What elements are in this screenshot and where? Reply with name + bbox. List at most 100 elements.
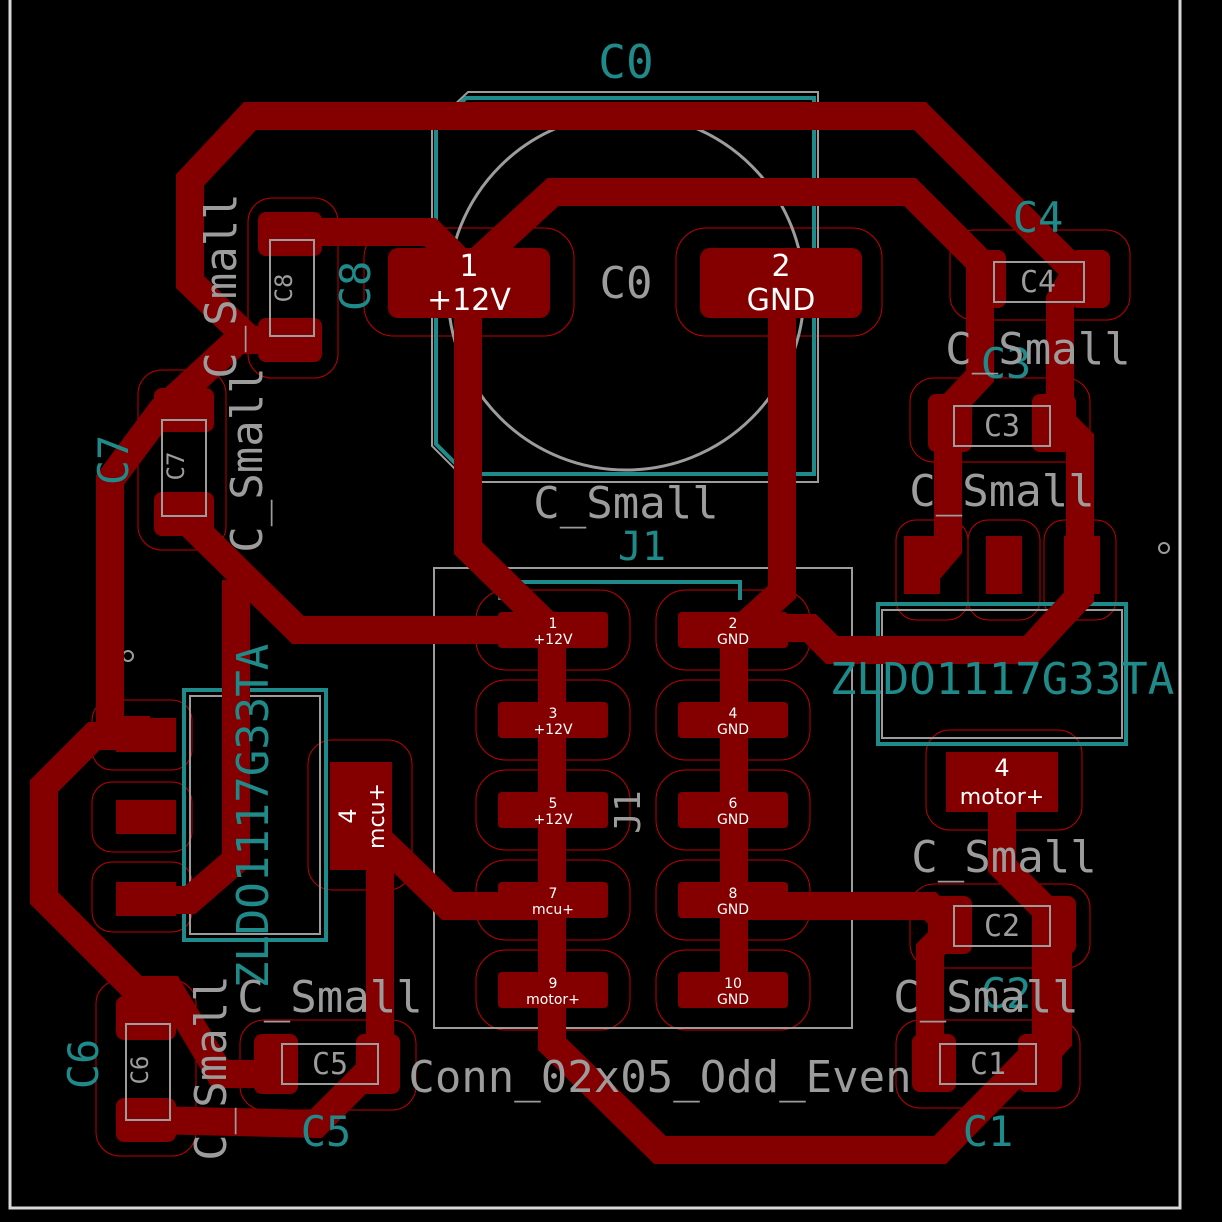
c4-pad-1	[966, 250, 1006, 308]
j1-pad-4-net: GND	[717, 722, 749, 738]
reg-left-tab-net: mcu+	[365, 783, 390, 849]
j1-pad-5-net: +12V	[533, 812, 573, 828]
c7-ref: C7	[89, 435, 138, 486]
j1-pad-8	[678, 882, 788, 918]
j1-value: Conn_02x05_Odd_Even	[408, 1052, 911, 1103]
c4-value: C_Small	[945, 324, 1130, 375]
c3-fab-ref: C3	[984, 409, 1020, 444]
j1-pad-10-net: GND	[717, 992, 749, 1008]
component-bodies	[125, 239, 1085, 1121]
c0-value: C_Small	[533, 478, 718, 529]
reg-left-ref: ZLDO1117G33TA	[228, 644, 279, 988]
c2-value: C_Small	[911, 832, 1096, 883]
j1-pad-4-num: 4	[729, 706, 738, 722]
j1-pad-2	[678, 612, 788, 648]
c1-pad-1	[912, 1034, 956, 1092]
j1-pad-8-net: GND	[717, 902, 749, 918]
reg-right-pin-2	[986, 536, 1022, 594]
c1-fab-ref: C1	[970, 1047, 1006, 1082]
j1-ref: J1	[618, 524, 666, 570]
c0-pad-2-net: GND	[747, 283, 816, 318]
c8-ref: C8	[331, 261, 380, 312]
c2-pad-1	[928, 896, 972, 954]
reg-left-pin-1	[116, 718, 176, 752]
c2-fab-ref: C2	[984, 909, 1020, 944]
c5-fab-ref: C5	[312, 1047, 348, 1082]
reg-left-tab-num: 4	[334, 808, 362, 823]
j1-pad-3-num: 3	[549, 706, 558, 722]
c8-pad-1	[258, 212, 322, 256]
j1-pad-8-num: 8	[729, 886, 738, 902]
j1-fab-outline	[433, 567, 853, 1029]
j1-pad-7-num: 7	[549, 886, 558, 902]
c6-ref: C6	[59, 1039, 108, 1090]
c6-pad-1	[116, 996, 176, 1040]
j1-pad-1-net: +12V	[533, 632, 573, 648]
c2-pad-2	[1032, 896, 1076, 954]
c5-pad-1	[254, 1034, 298, 1094]
j1-pad-1-num: 1	[549, 616, 558, 632]
c5-value: C_Small	[237, 972, 422, 1023]
c1-ref: C1	[963, 1107, 1014, 1156]
reg-left-pin-2	[116, 800, 176, 834]
pad-labels: 1 +12V 2 GND 1 +12V 2 GND 3 +12V 4 GND 5…	[334, 249, 1044, 1008]
j1-pad-5-num: 5	[549, 796, 558, 812]
reg-right-tab-num: 4	[994, 754, 1009, 782]
c3-value: C_Small	[909, 466, 1094, 517]
c6-value: C_Small	[186, 975, 237, 1160]
j1-pad-10-num: 10	[724, 976, 742, 992]
j1-pad-6	[678, 792, 788, 828]
j1-fab-ref: J1	[608, 790, 649, 833]
silk-reference-labels: C0 J1 C4 C3 C2 C1 C5 C8 C7 C6 ZLDO1117G3…	[59, 35, 1174, 1156]
reg-right-pin-3	[1064, 536, 1100, 594]
reg-right-ref: ZLDO1117G33TA	[830, 654, 1174, 705]
c3-pad-1	[928, 394, 972, 452]
c4-pad-2	[1070, 250, 1110, 308]
c5-ref: C5	[301, 1107, 352, 1156]
c3-ref: C3	[981, 339, 1032, 388]
c7-value: C_Small	[222, 367, 273, 552]
j1-pad-1	[498, 612, 608, 648]
c0-ref: C0	[598, 35, 653, 89]
c2-ref: C2	[981, 969, 1032, 1018]
c3-pad-2	[1032, 394, 1076, 452]
fab-value-labels: C_Small C0 C_Small C_Small C_Small C_Sma…	[126, 193, 1131, 1160]
c8-value: C_Small	[196, 193, 247, 378]
j1-pad-3	[498, 702, 608, 738]
reg-right-tab-net: motor+	[960, 785, 1044, 810]
c0-pad-1	[388, 248, 550, 318]
j1-pad-4	[678, 702, 788, 738]
j1-pad-6-net: GND	[717, 812, 749, 828]
c7-fab-ref: C7	[162, 452, 190, 481]
j1-pad-9-num: 9	[549, 976, 558, 992]
c1-value: C_Small	[893, 972, 1078, 1023]
c8-fab-ref: C8	[270, 274, 298, 303]
c8-pad-2	[258, 318, 322, 362]
reg-right-tab	[946, 752, 1058, 812]
c0-pad-1-num: 1	[459, 249, 478, 284]
j1-pad-9-net: motor+	[526, 992, 580, 1008]
reg-left-tab	[330, 762, 392, 870]
j1-pad-2-net: GND	[717, 632, 749, 648]
j1-pad-6-num: 6	[729, 796, 738, 812]
c0-pad-2-num: 2	[771, 249, 790, 284]
c1-pad-2	[1018, 1034, 1062, 1092]
j1-pad-3-net: +12V	[533, 722, 573, 738]
c0-pad-1-net: +12V	[427, 283, 511, 318]
c7-pad-2	[154, 492, 214, 536]
c0-pad-2	[700, 248, 862, 318]
c4-fab-ref: C4	[1020, 265, 1056, 300]
copper-pads	[116, 212, 1110, 1142]
j1-pad-9	[498, 972, 608, 1008]
j1-pad-5	[498, 792, 608, 828]
c6-fab-ref: C6	[126, 1056, 154, 1085]
c4-ref: C4	[1013, 193, 1064, 242]
reg-right-pin-1	[904, 536, 940, 594]
reg-left-pin-3	[116, 882, 176, 916]
j1-pad-7-net: mcu+	[532, 902, 574, 918]
c0-fab-ref: C0	[600, 258, 653, 309]
j1-pad-10	[678, 972, 788, 1008]
j1-pad-7	[498, 882, 608, 918]
j1-pad-2-num: 2	[729, 616, 738, 632]
